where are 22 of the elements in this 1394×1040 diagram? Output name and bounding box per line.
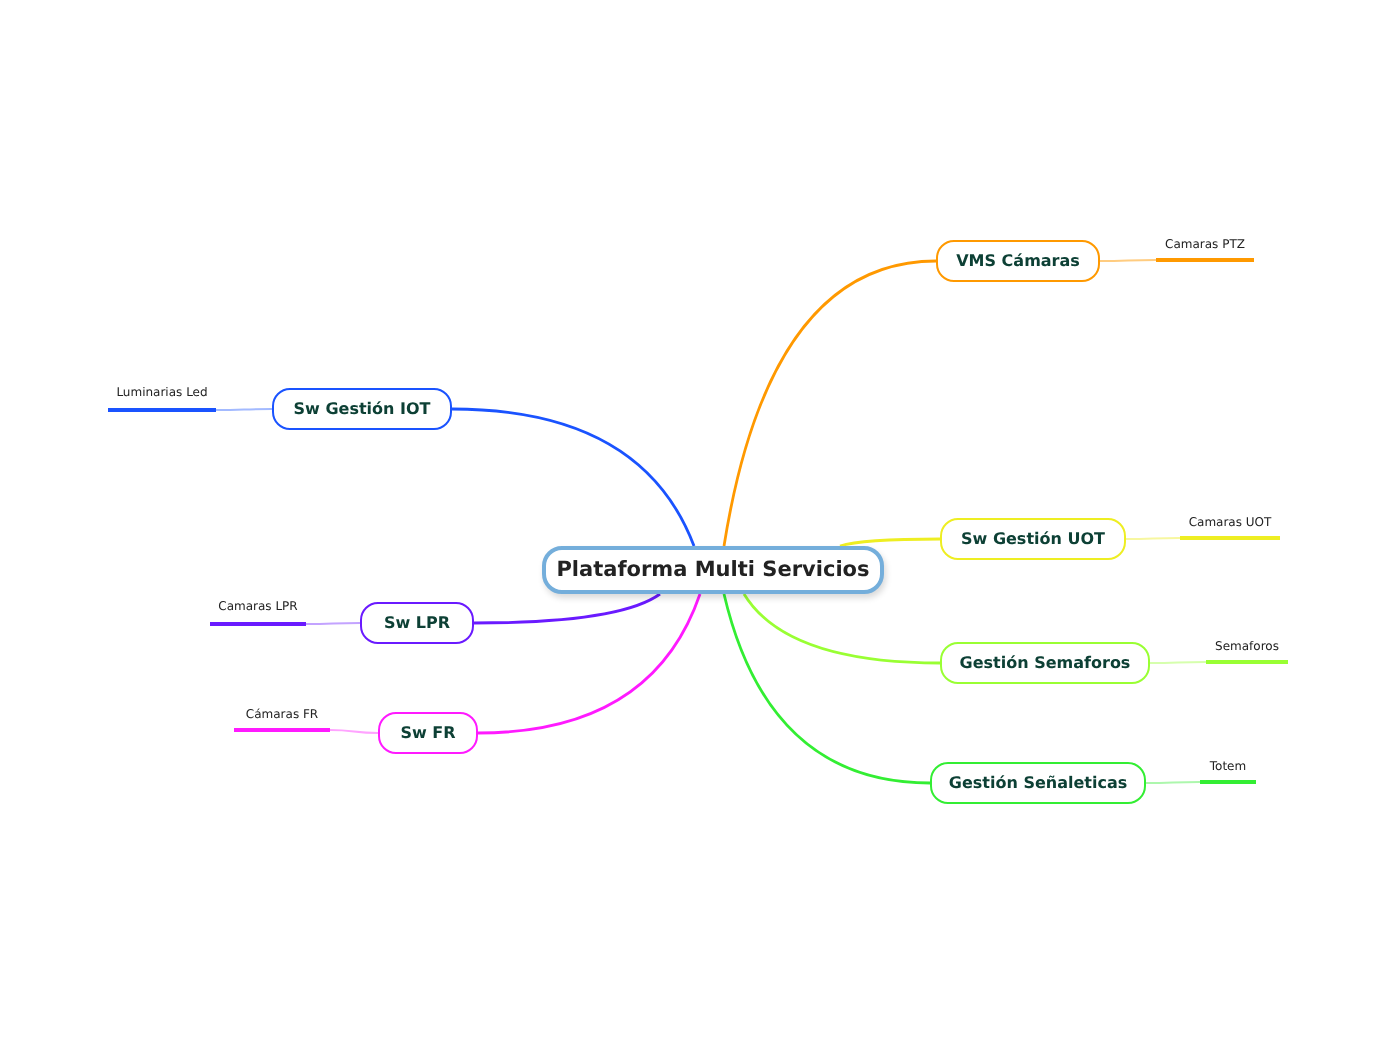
connector-line: [474, 592, 661, 625]
connector-line: [305, 622, 361, 625]
connector-line: [722, 593, 931, 785]
topic-box: Sw Gestión UOT: [940, 518, 1126, 560]
topic-box: Gestión Semaforos: [940, 642, 1150, 684]
topic-box: Sw Gestión IOT: [272, 388, 452, 430]
central-topic: Plataforma Multi Servicios: [542, 546, 884, 594]
connector-line: [742, 593, 941, 665]
connector-line: [1099, 259, 1157, 262]
topic-box: Gestión Señaleticas: [930, 762, 1146, 804]
connector-line: [1145, 781, 1201, 784]
topic-box: Sw LPR: [360, 602, 474, 644]
topic-box: Sw FR: [378, 712, 478, 754]
connector-line: [477, 593, 702, 735]
connector-line: [215, 408, 273, 411]
topic-box: VMS Cámaras: [936, 240, 1100, 282]
connector-line: [329, 729, 379, 734]
connector-line: [1149, 661, 1207, 664]
connector-line: [722, 259, 937, 547]
connector-line: [1125, 537, 1181, 540]
connector-line: [839, 537, 940, 548]
connector-line: [451, 407, 696, 547]
